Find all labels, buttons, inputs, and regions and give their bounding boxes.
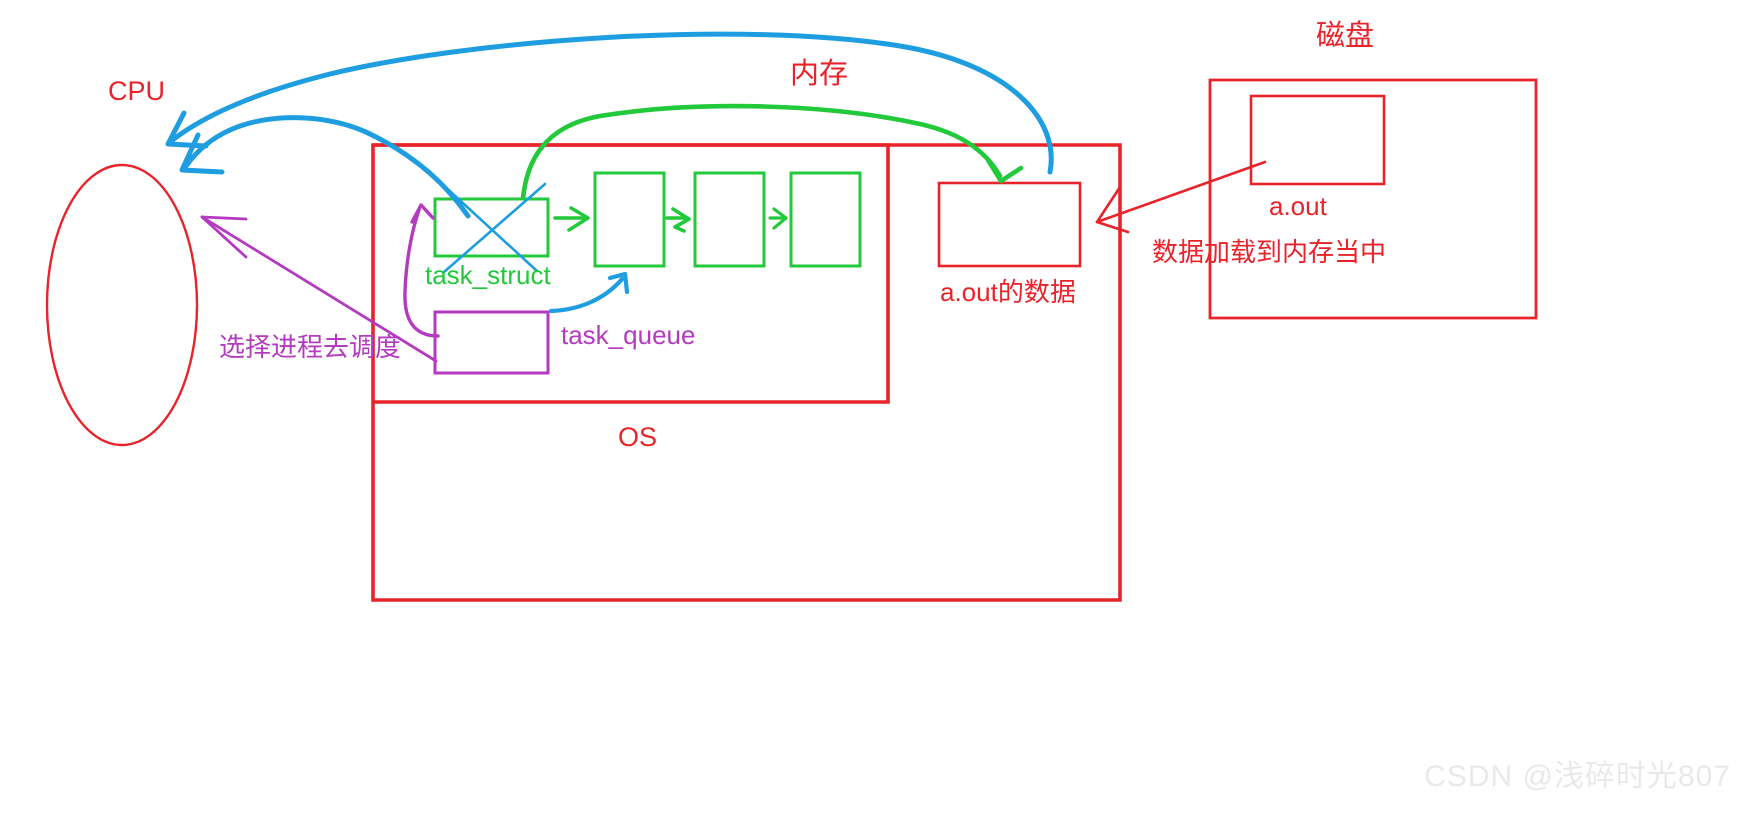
disk-to-memory-arrow: [1095, 160, 1267, 234]
task-queue-to-task-struct-curve: [403, 203, 440, 338]
disk-label: 磁盘: [1316, 20, 1375, 52]
cpu-ellipse: [45, 163, 199, 447]
load-to-memory-label: 数据加载到内存当中: [1152, 237, 1387, 267]
cpu-label: CPU: [108, 76, 166, 106]
os-inner-frame: [373, 143, 890, 404]
aout-data-box: [937, 181, 1082, 268]
schedule-process-label: 选择进程去调度: [219, 332, 402, 362]
task-struct-cross-out: [439, 181, 547, 274]
queue-link-arrow-2: [665, 207, 691, 233]
task-struct-box: [433, 197, 550, 258]
task-queue-to-cpu-arrow: [200, 215, 438, 363]
queue-box-3: [693, 171, 766, 268]
task-struct-to-cpu-arrow: [179, 115, 471, 219]
aout-data-label: a.out的数据: [940, 277, 1076, 307]
aout-data-to-task-struct-arrow: [520, 103, 1024, 201]
memory-to-cpu-arrow-upper: [165, 31, 1054, 175]
task-queue-box: [433, 310, 550, 375]
os-label: OS: [618, 422, 658, 452]
queue-link-arrow-1: [553, 206, 590, 232]
queue-box-2: [593, 171, 666, 268]
memory-label: 内存: [790, 58, 849, 90]
csdn-watermark: CSDN @浅碎时光807: [1424, 760, 1731, 793]
queue-link-arrow-3: [768, 207, 788, 230]
aout-box: [1249, 94, 1386, 186]
task-struct-label: task_struct: [425, 260, 551, 290]
aout-label: a.out: [1269, 191, 1327, 221]
task-queue-pointer-arrow: [548, 271, 630, 314]
task-queue-label: task_queue: [561, 320, 696, 350]
disk-frame: [1208, 78, 1538, 320]
queue-box-4: [789, 171, 862, 268]
